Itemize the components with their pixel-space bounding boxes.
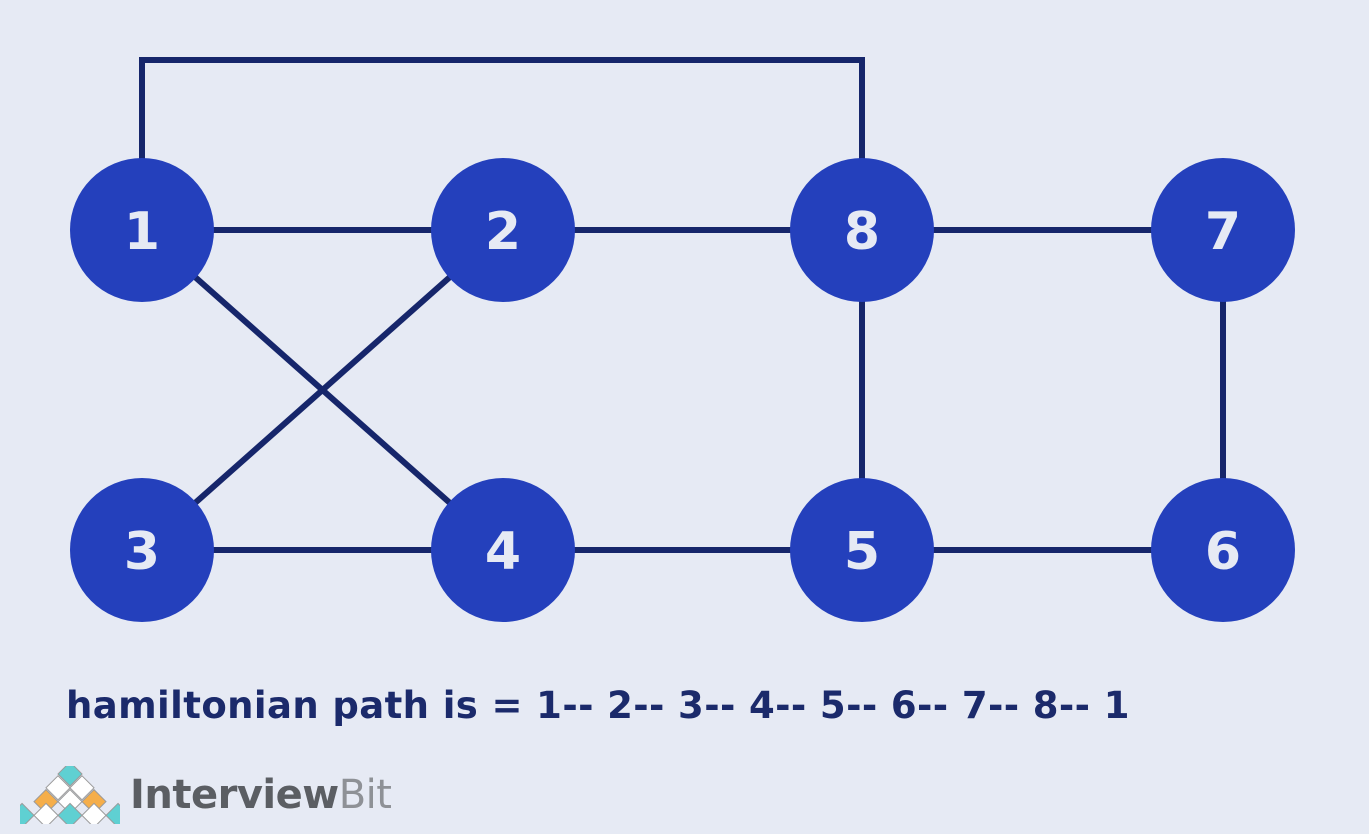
graph-node-6[interactable]: 6 — [1151, 478, 1295, 622]
graph-node-4[interactable]: 4 — [431, 478, 575, 622]
graph-edge-2-3 — [140, 227, 505, 553]
nodes-layer: 1 2 8 7 3 4 5 6 — [70, 158, 1295, 622]
logo-wordmark: InterviewBit — [130, 772, 392, 818]
graph-node-7[interactable]: 7 — [1151, 158, 1295, 302]
node-circle-6[interactable] — [1151, 478, 1295, 622]
graph-edge-1-8 — [139, 57, 865, 230]
node-circle-4[interactable] — [431, 478, 575, 622]
node-label-1: 1 — [124, 202, 160, 262]
logo-diamond-white — [81, 802, 107, 824]
node-circle-7[interactable] — [1151, 158, 1295, 302]
logo-diamond-teal — [20, 802, 35, 824]
node-circle-5[interactable] — [790, 478, 934, 622]
caption-text: hamiltonian path is = 1-- 2-- 3-- 4-- 5-… — [66, 684, 1130, 727]
graph-node-5[interactable]: 5 — [790, 478, 934, 622]
graph-node-1[interactable]: 1 — [70, 158, 214, 302]
node-circle-3[interactable] — [70, 478, 214, 622]
node-circle-1[interactable] — [70, 158, 214, 302]
logo-diamond-teal — [57, 802, 83, 824]
interviewbit-logo: InterviewBit — [20, 764, 392, 826]
logo-word-interview: Interview — [130, 772, 339, 818]
node-label-5: 5 — [844, 522, 880, 582]
node-label-7: 7 — [1205, 202, 1241, 262]
logo-diamond-white — [45, 775, 71, 801]
logo-diamond-white — [69, 775, 95, 801]
node-circle-2[interactable] — [431, 158, 575, 302]
graph-node-8[interactable]: 8 — [790, 158, 934, 302]
node-label-3: 3 — [124, 522, 160, 582]
node-label-4: 4 — [485, 522, 521, 582]
logo-diamond-white — [33, 802, 59, 824]
graph-node-2[interactable]: 2 — [431, 158, 575, 302]
node-label-6: 6 — [1205, 522, 1241, 582]
node-label-8: 8 — [844, 202, 880, 262]
logo-word-bit: Bit — [338, 772, 392, 818]
logo-diamond-mark — [20, 766, 120, 824]
logo-diamond-teal — [57, 766, 83, 787]
node-circle-8[interactable] — [790, 158, 934, 302]
edges-layer — [139, 57, 1226, 553]
node-label-2: 2 — [485, 202, 521, 262]
logo-diamond-teal — [105, 802, 120, 824]
graph-node-3[interactable]: 3 — [70, 478, 214, 622]
